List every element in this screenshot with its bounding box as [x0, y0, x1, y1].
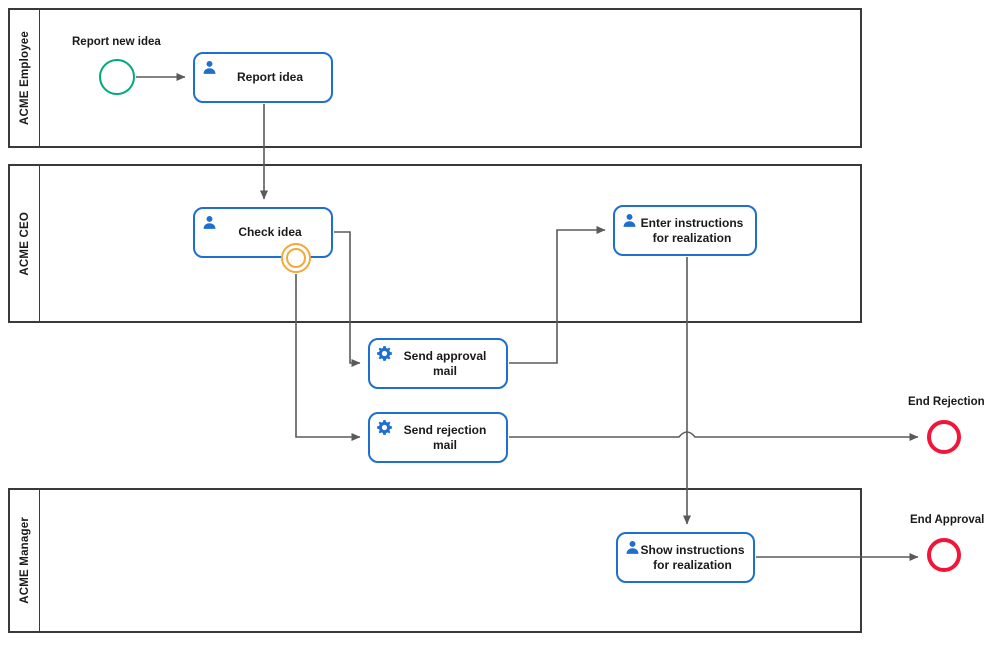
task-label: Check idea — [238, 225, 302, 239]
end-event-rejection-label: End Rejection — [908, 396, 985, 408]
lane-header-acme-manager: ACME Manager — [10, 490, 40, 631]
user-icon — [203, 60, 216, 74]
gear-icon — [377, 420, 392, 435]
flow-send-approval-to-enter-instructions[interactable] — [509, 226, 606, 364]
lane-header-acme-ceo: ACME CEO — [10, 166, 40, 321]
lane-header-acme-employee: ACME Employee — [10, 10, 40, 146]
flow-boundary-to-send-rejection[interactable] — [295, 274, 361, 441]
task-show-instructions-for-realization[interactable]: Show instructions for realization — [616, 532, 755, 583]
pool-lane-acme-employee[interactable]: ACME Employee — [8, 8, 862, 148]
task-label: Send approval mail — [403, 348, 487, 378]
end-event-rejection[interactable] — [927, 420, 961, 454]
task-label: Show instructions for realization — [640, 542, 745, 572]
task-send-rejection-mail[interactable]: Send rejection mail — [368, 412, 508, 463]
task-enter-instructions-for-realization[interactable]: Enter instructions for realization — [613, 205, 757, 256]
flow-send-rejection-to-end-rejection[interactable] — [509, 431, 919, 441]
gear-icon — [377, 346, 392, 361]
task-label: Enter instructions for realization — [640, 215, 744, 245]
task-check-idea[interactable]: Check idea — [193, 207, 333, 258]
end-event-approval[interactable] — [927, 538, 961, 572]
user-icon — [203, 215, 216, 229]
task-label: Report idea — [236, 70, 303, 84]
start-event-report-new-idea[interactable] — [99, 59, 135, 95]
boundary-event-inner-ring — [286, 248, 306, 268]
user-icon — [626, 540, 639, 554]
user-icon — [623, 213, 636, 227]
flow-check-idea-to-send-approval[interactable] — [334, 231, 361, 367]
task-send-approval-mail[interactable]: Send approval mail — [368, 338, 508, 389]
start-event-label: Report new idea — [72, 36, 161, 48]
end-event-approval-label: End Approval — [910, 514, 985, 526]
boundary-event-check-idea[interactable] — [281, 243, 311, 273]
task-report-idea[interactable]: Report idea — [193, 52, 333, 103]
task-label: Send rejection mail — [403, 422, 487, 452]
